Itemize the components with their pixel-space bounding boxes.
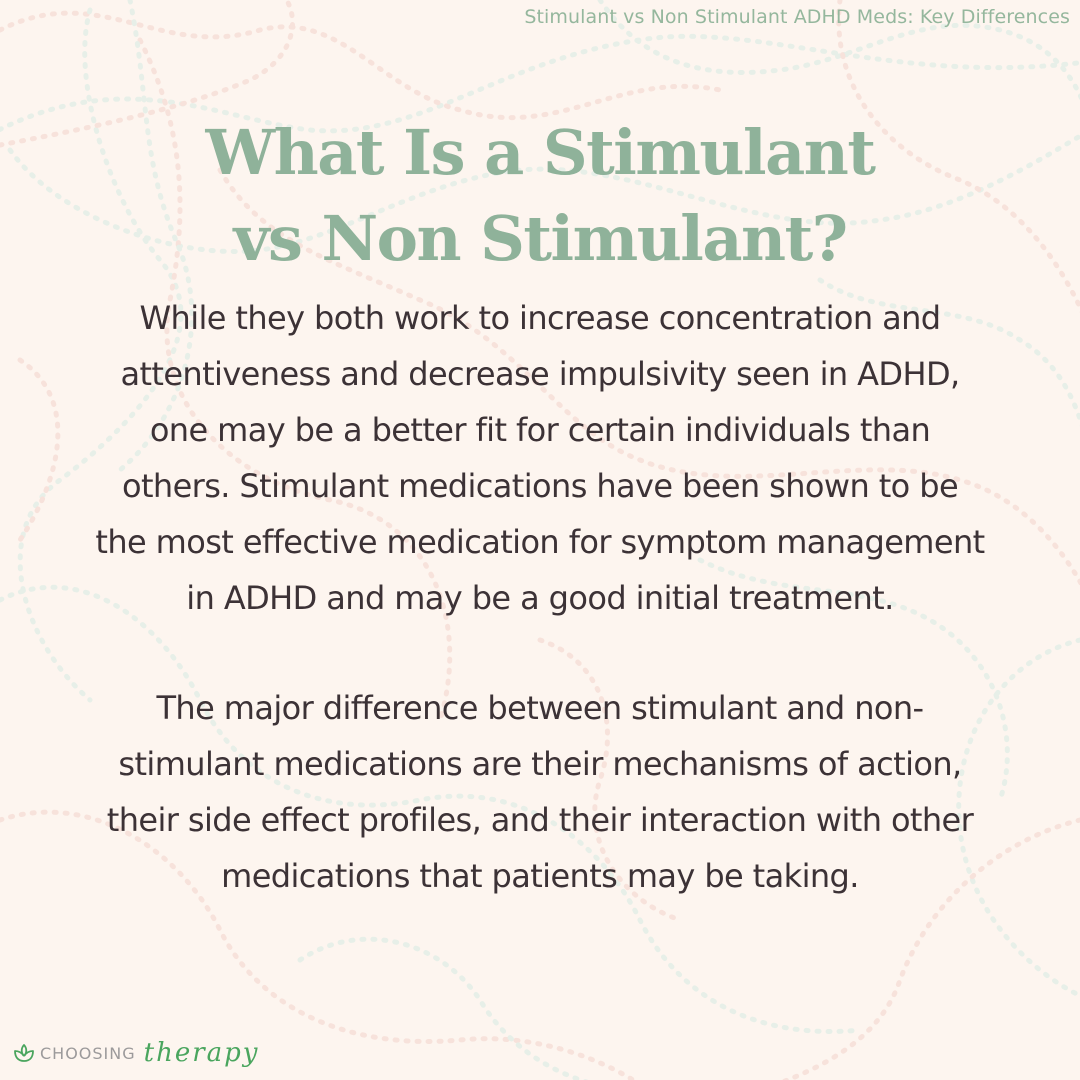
page-title: What Is a Stimulant vs Non Stimulant? (0, 110, 1080, 282)
logo-wordmark: CHOOSING (40, 1043, 136, 1063)
page-title-line-1: What Is a Stimulant (205, 116, 876, 189)
logo-script: therapy (143, 1038, 260, 1068)
lotus-leaf-icon (14, 1044, 34, 1062)
paragraph-line: stimulant medications are their mechanis… (118, 745, 962, 783)
series-title: Stimulant vs Non Stimulant ADHD Meds: Ke… (524, 6, 1070, 28)
paragraph-line: one may be a better fit for certain indi… (149, 411, 931, 449)
paragraph-line: in ADHD and may be a good initial treatm… (186, 579, 894, 617)
page-title-line-2: vs Non Stimulant? (233, 202, 848, 275)
paragraph-line: the most effective medication for sympto… (95, 523, 985, 561)
paragraph-line: While they both work to increase concent… (139, 299, 941, 337)
paragraph-intro: While they both work to increase concent… (0, 290, 1080, 626)
paragraph-line: attentiveness and decrease impulsivity s… (120, 355, 960, 393)
paragraph-line: medications that patients may be taking. (221, 857, 859, 895)
choosing-therapy-logo: CHOOSING therapy (12, 1040, 259, 1066)
paragraph-line: their side effect profiles, and their in… (106, 801, 974, 839)
paragraph-line: others. Stimulant medications have been … (121, 467, 959, 505)
paragraph-differences: The major difference between stimulant a… (0, 680, 1080, 904)
paragraph-line: The major difference between stimulant a… (156, 689, 924, 727)
